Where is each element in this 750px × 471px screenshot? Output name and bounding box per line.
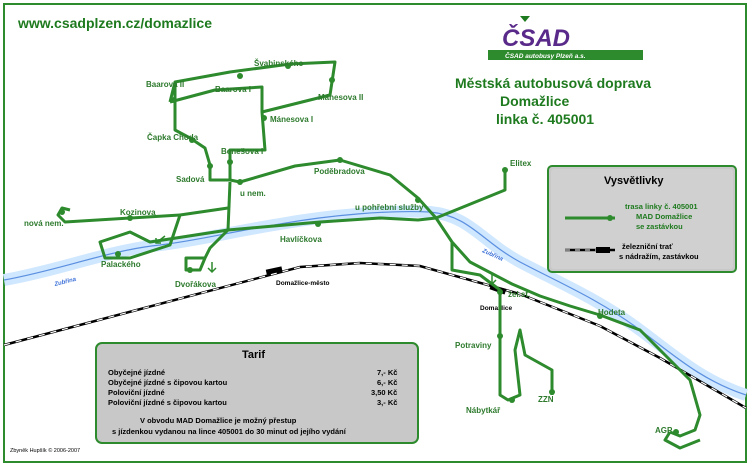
stop-label: nová nem.	[24, 219, 64, 228]
stop-marker-palackeho[interactable]	[115, 251, 121, 257]
bus-route-405001[interactable]	[56, 60, 702, 450]
river-label-1: Zubřina	[53, 277, 77, 289]
direction-arrows	[155, 235, 497, 286]
rail-label-domazlice: Domažlice	[480, 305, 513, 312]
stop-marker-sadova[interactable]	[207, 163, 213, 169]
stop-label: Sadová	[176, 175, 205, 184]
railway-station-domazlice-mesto[interactable]	[265, 266, 283, 275]
stop-label: Benešova I	[221, 147, 263, 156]
stop-marker-benesova-i[interactable]	[227, 159, 233, 165]
stop-marker-nabytkar[interactable]	[509, 397, 515, 403]
arrow-diagonal-icon	[155, 235, 166, 244]
legend-title: Vysvětlivky	[604, 175, 664, 187]
stop-marker-zzn[interactable]	[549, 389, 555, 395]
stop-label: Baarova I	[215, 85, 251, 94]
arrow-down-icon	[487, 274, 497, 286]
tariff-row-label: Poloviční jízdné s čipovou kartou	[108, 398, 227, 407]
stop-label: Poděbradova	[314, 167, 365, 176]
stop-label: Švabinského	[254, 59, 303, 68]
svg-text:ČSAD: ČSAD	[502, 24, 570, 52]
legend-route-line2: MAD Domažlice	[636, 212, 692, 221]
stop-marker-dvorakova[interactable]	[187, 267, 193, 273]
stop-marker-nova-nem[interactable]	[59, 209, 65, 215]
stop-marker-potraviny[interactable]	[497, 333, 503, 339]
stop-marker-u-nem[interactable]	[237, 179, 243, 185]
stop-marker-manesova-i[interactable]	[261, 115, 267, 121]
legend-route-line3: se zastávkou	[636, 222, 683, 231]
arrow-down-icon	[207, 262, 217, 274]
tariff-title: Tarif	[242, 349, 265, 361]
stop-label: AGP	[655, 426, 673, 435]
tariff-row-price: 3,- Kč	[377, 398, 397, 407]
title-line-2: Domažlice	[500, 93, 569, 109]
stop-label: u pohřební služby	[355, 203, 424, 212]
stop-label: Hodeta	[598, 308, 626, 317]
stop-label: Baarova II	[146, 80, 184, 89]
stop-marker-hodeta[interactable]	[597, 313, 603, 319]
stop-marker-kozinova[interactable]	[127, 215, 133, 221]
tariff-row-price: 6,- Kč	[377, 378, 397, 387]
map-frame	[3, 3, 747, 463]
legend-box: Vysvětlivky trasa linky č. 405001 MAD Do…	[547, 165, 737, 273]
stop-label: žel.st.	[508, 290, 530, 299]
legend-station-icon	[596, 247, 610, 253]
website-url[interactable]: www.csadplzen.cz/domazlice	[17, 15, 212, 31]
stop-marker-u-pohrebni-sluzby[interactable]	[415, 197, 421, 203]
stop-marker-elitex[interactable]	[502, 167, 508, 173]
stop-label: Havlíčkova	[280, 235, 322, 244]
tariff-row-price: 3,50 Kč	[371, 388, 397, 397]
stop-marker-manesova-ii[interactable]	[329, 77, 335, 83]
stop-marker-baarova-i[interactable]	[237, 73, 243, 79]
stop-marker-podebradova[interactable]	[337, 157, 343, 163]
csad-logo: ČSAD ČSAD autobusy Plzeň a.s.	[488, 16, 643, 60]
legend-rail-line1: železniční trať	[622, 242, 673, 251]
title-line-3: linka č. 405001	[496, 111, 594, 127]
stop-label: Potraviny	[455, 341, 492, 350]
bus-stops	[59, 63, 679, 435]
stop-label: Elitex	[510, 159, 532, 168]
stop-label: Nábytkář	[466, 406, 501, 415]
tariff-row-label: Poloviční jízdné	[108, 388, 165, 397]
stop-label: Dvořákova	[175, 280, 216, 289]
tariff-note-2: s jízdenkou vydanou na lince 405001 do 3…	[112, 427, 347, 436]
svg-text:ČSAD autobusy Plzeň a.s.: ČSAD autobusy Plzeň a.s.	[505, 51, 586, 60]
tariff-box: Tarif Obyčejné jízdné 7,- Kč Obyčejné jí…	[95, 342, 419, 444]
stop-marker-havlickova[interactable]	[315, 221, 321, 227]
tariff-row-label: Obyčejné jízdné s čipovou kartou	[108, 378, 228, 387]
title-line-1: Městská autobusová doprava	[455, 75, 651, 91]
stop-label: Palackého	[101, 260, 141, 269]
stop-label: Mánesova I	[270, 115, 313, 124]
stop-marker-zel-st[interactable]	[497, 289, 503, 295]
stop-label: Čapka Choda	[147, 133, 199, 142]
rail-label-mesto: Domažlice-město	[276, 280, 329, 287]
legend-rail-line2: s nádražím, zastávkou	[619, 252, 699, 261]
stop-marker-svabinskeho[interactable]	[285, 63, 291, 69]
tariff-note-1: V obvodu MAD Domažlice je možný přestup	[140, 416, 297, 425]
stop-label: u nem.	[240, 189, 266, 198]
stop-label: Kozinova	[120, 208, 156, 217]
legend-route-line1: trasa linky č. 405001	[625, 202, 698, 211]
tariff-row-label: Obyčejné jízdné	[108, 368, 165, 377]
stop-label: ZZN	[538, 395, 554, 404]
stop-marker-baarova-ii[interactable]	[171, 97, 177, 103]
stop-label: Mánesova II	[318, 93, 363, 102]
stop-marker-agp[interactable]	[673, 429, 679, 435]
tariff-row-price: 7,- Kč	[377, 368, 397, 377]
author-credit: Zbyněk Hupšík © 2006-2007	[10, 447, 80, 454]
legend-stop-icon	[607, 215, 613, 221]
stop-marker-capka-choda[interactable]	[189, 137, 195, 143]
